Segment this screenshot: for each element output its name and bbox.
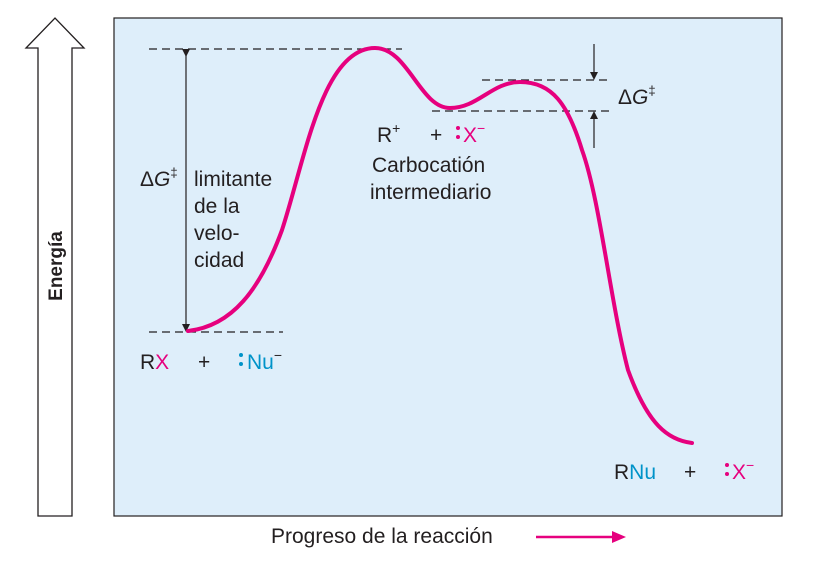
energy-axis-label: Energía [46,231,67,301]
plot-panel [113,17,783,517]
nucleophile-lone-pair [239,353,243,366]
intermediate-species: R+ [377,120,400,147]
intermediate-plus: + [430,124,442,147]
rate-limiting-line4: cidad [194,249,244,272]
product-leaving-group: X− [732,457,754,484]
rate-limiting-line1: limitante [194,168,272,191]
product-plus: + [684,461,696,484]
rate-limiting-line2: de la [194,195,240,218]
rate-limiting-line3: velo- [194,222,240,245]
intermediate-caption-line2: intermediario [370,181,491,204]
second-barrier-delta-g-label: ΔG‡ [618,83,656,109]
reaction-progress-label: Progreso de la reacción [271,525,493,548]
reactant-plus: + [198,351,210,374]
rate-limiting-delta-g-label: ΔG‡ [140,165,178,191]
intermediate-lone-pair [456,126,460,139]
reaction-progress-arrowhead [612,531,626,543]
reactant-substrate: RX [140,351,169,374]
intermediate-leaving-group: X− [463,120,485,147]
energy-curve [186,45,694,445]
product-lone-pair [725,463,729,476]
reactant-nucleophile: Nu− [247,347,282,374]
energy-axis-arrow [24,17,86,517]
intermediate-caption-line1: Carbocatión [372,154,485,177]
product-substituted: RNu [614,461,656,484]
